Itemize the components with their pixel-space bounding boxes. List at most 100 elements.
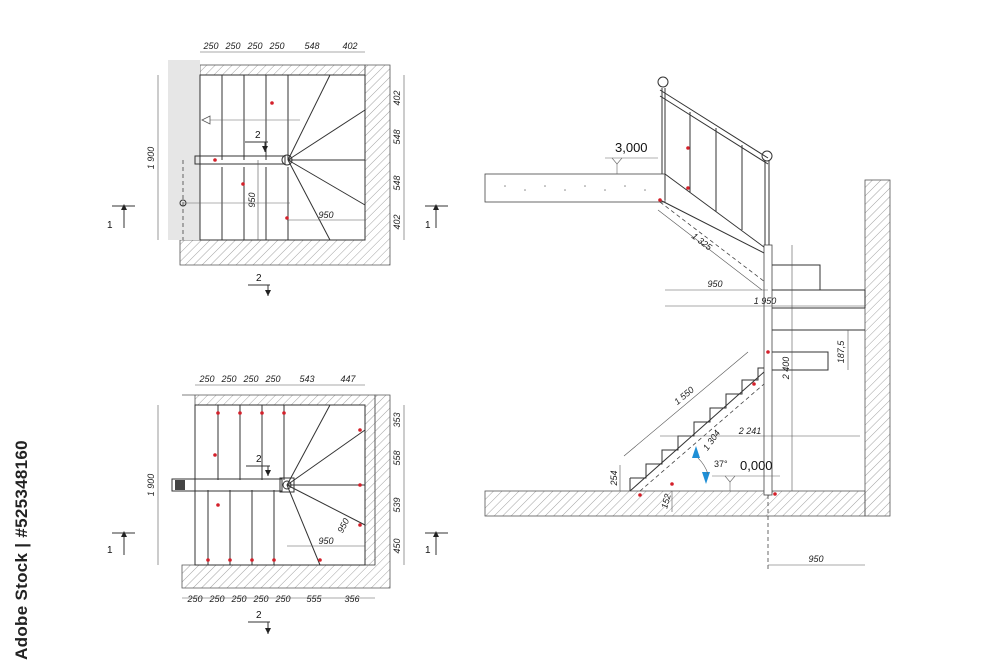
section-winder-steps (772, 264, 866, 371)
dim-text: 543 (299, 374, 314, 384)
section-upper-stringer (659, 173, 769, 256)
dim-254: 254 (609, 470, 619, 486)
dim-text: 447 (340, 374, 356, 384)
top-plan-dims-top: 250 250 250 250 548 402 (200, 41, 365, 53)
watermark-stock-id: Adobe Stock | #525348160 (2, 432, 42, 668)
top-plan-stringer (194, 155, 286, 165)
bottom-plan (171, 394, 391, 589)
section-right-wall (864, 179, 891, 517)
section-markers (638, 146, 777, 497)
section-railing (657, 76, 773, 245)
bottom-plan-markers (206, 411, 362, 562)
top-plan-shaded-area (168, 60, 200, 240)
bottom-plan-dims-top: 250 250 250 250 543 447 (195, 374, 365, 386)
section-2-label: 2 (255, 130, 261, 141)
dim-text: 548 (392, 129, 402, 144)
angle-label: 37° (714, 459, 728, 469)
top-plan-direction-arrow (201, 115, 211, 125)
bottom-plan-dim-950-horizontal: 950 (318, 536, 333, 546)
top-plan-dims-right: 402 548 548 402 (392, 75, 405, 240)
bottom-plan-dims-right: 353 558 539 450 (392, 405, 405, 565)
bottom-plan-treads (207, 404, 366, 566)
dim-text: 250 (264, 374, 280, 384)
dim-text: 402 (342, 41, 357, 51)
section-2-label: 2 (256, 273, 262, 284)
section-1-label: 1 (107, 545, 113, 556)
dim-187-5: 187,5 (836, 340, 846, 364)
dim-text: 558 (392, 450, 402, 465)
dim-950-bottom: 950 (808, 554, 823, 564)
section-1-label: 1 (425, 545, 431, 556)
dim-text: 539 (392, 497, 402, 512)
top-plan-section-1-right: 1 (425, 204, 448, 231)
top-plan-treads (221, 74, 366, 241)
bottom-plan-section-1-right: 1 (425, 531, 448, 556)
bottom-plan-dim-950-diagonal: 950 (335, 517, 351, 535)
dim-text: 250 (246, 41, 262, 51)
dim-text: 402 (392, 90, 402, 105)
dim-lower-flight: 1 550 (672, 385, 696, 407)
bottom-plan-stringer (171, 478, 283, 492)
dim-text: 250 (224, 41, 240, 51)
top-plan-newel-post (281, 154, 293, 166)
top-plan (168, 60, 391, 266)
top-plan-dim-left: 1 900 (146, 147, 156, 170)
top-plan-section-2-bottom: 2 (248, 273, 271, 296)
dim-text: 555 (306, 594, 322, 604)
bottom-plan-post-left (175, 480, 185, 490)
dim-text: 450 (392, 538, 402, 553)
dim-text: 250 (202, 41, 218, 51)
section-1-label: 1 (107, 220, 113, 231)
dim-text: 250 (268, 41, 284, 51)
watermark-text: Adobe Stock | #525348160 (12, 440, 31, 660)
top-plan-stair-outline (199, 74, 366, 241)
dim-text: 548 (392, 175, 402, 190)
dim-2400: 2 400 (781, 357, 791, 381)
dim-text: 250 (208, 594, 224, 604)
dim-950-upper: 950 (707, 279, 722, 289)
bottom-plan-section-2-bottom: 2 (248, 610, 271, 634)
dim-text: 353 (392, 412, 402, 427)
dim-text: 250 (220, 374, 236, 384)
slab-dots (504, 185, 646, 191)
dim-text: 250 (230, 594, 246, 604)
section-2-label: 2 (256, 610, 262, 621)
level-mark-bottom: 0,000 (712, 458, 780, 491)
dim-text: 250 (274, 594, 290, 604)
angle-indicator: 37° (692, 446, 728, 484)
dim-text: 402 (392, 214, 402, 229)
bottom-plan-section-2-top: 2 (246, 454, 271, 476)
bottom-plan-section-1-left: 1 (107, 531, 135, 556)
bottom-plan-wall-bottom (181, 394, 391, 589)
section-1-label: 1 (425, 220, 431, 231)
dim-text: 250 (252, 594, 268, 604)
top-plan-section-1-left: 1 (107, 204, 135, 231)
top-plan-dim-950-vertical: 950 (247, 192, 257, 207)
top-plan-dim-950-horizontal: 950 (318, 210, 333, 220)
dim-1950: 1 950 (754, 296, 777, 306)
dim-text: 250 (198, 374, 214, 384)
dim-text: 250 (186, 594, 202, 604)
top-plan-top-wall (199, 64, 366, 76)
dim-text: 548 (304, 41, 319, 51)
dim-152: 152 (659, 493, 673, 510)
dim-text: 356 (344, 594, 359, 604)
section-lower-flight (629, 367, 765, 492)
bottom-plan-newel-post (279, 477, 295, 493)
dim-2241: 2 241 (738, 426, 762, 436)
section-floor-slab (484, 490, 866, 517)
level-bottom-label: 0,000 (740, 458, 773, 473)
section-2-label: 2 (256, 454, 262, 465)
level-mark-top: 3,000 (605, 140, 658, 174)
bottom-plan-walls (182, 394, 376, 566)
dim-text: 250 (242, 374, 258, 384)
top-plan-section-2-top: 2 (245, 130, 268, 152)
section-upper-slab (484, 173, 666, 203)
section-view: 3,000 0,000 37° 1 325 950 1 950 2 400 18… (484, 76, 891, 570)
bottom-plan-dim-left: 1 900 (146, 474, 156, 497)
bottom-plan-dims-bottom: 250 250 250 250 250 555 356 (182, 594, 375, 604)
dim-upper-flight: 1 325 (690, 231, 715, 253)
dim-1304: 1 304 (701, 428, 722, 452)
level-top-label: 3,000 (615, 140, 648, 155)
